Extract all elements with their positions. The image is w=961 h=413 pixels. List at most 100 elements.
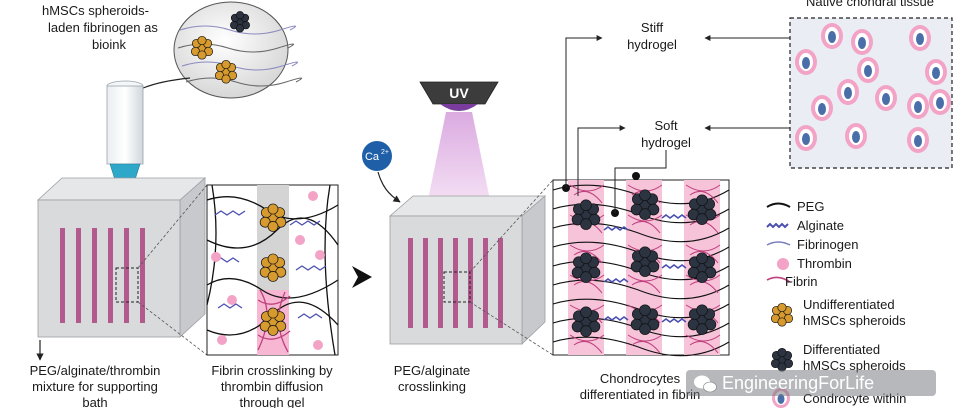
native-chondrocytes	[795, 23, 951, 153]
thrombin-dot	[308, 191, 318, 201]
fibrin-crosslinking-panel	[206, 184, 339, 356]
undifferentiated-spheroid	[259, 203, 287, 232]
supporting-bath-block	[36, 177, 207, 338]
fibrin-strand	[92, 228, 97, 323]
native-chondrocyte	[837, 79, 859, 105]
native-chondrocyte	[851, 29, 873, 55]
calcium-label: Ca	[365, 151, 380, 163]
native-chondrocyte	[907, 127, 929, 153]
legend-diff-swatch	[770, 347, 794, 372]
legend-undiff-line1: Undifferentiated	[803, 297, 895, 312]
legend-alginate: Alginate	[797, 218, 844, 233]
native-chondrocyte	[907, 93, 929, 119]
bath-label-line3: bath	[82, 395, 107, 408]
legend-thrombin: Thrombin	[797, 256, 852, 271]
differentiated-spheroid	[630, 246, 660, 277]
bioink-label-line1: hMSCs spheroids-	[42, 3, 149, 18]
thrombin-dot	[295, 235, 305, 245]
legend-diff-line2: hMSCs spheroids	[803, 358, 906, 373]
panel1-fibers	[206, 184, 339, 356]
legend-undiff-spheroid	[770, 302, 794, 327]
fibrin-label-line3: through gel	[239, 395, 304, 408]
legend-thrombin-swatch	[777, 258, 789, 270]
fibrin-label-line2: thrombin diffusion	[221, 379, 323, 394]
fibrin-strand	[423, 238, 428, 328]
panel2-spheroids	[571, 189, 717, 337]
legend-peg-swatch	[766, 202, 791, 208]
legend-fibrinogen-swatch	[766, 241, 791, 246]
calcium-badge: Ca 2+	[362, 141, 392, 171]
differentiated-spheroid	[687, 304, 717, 335]
chondro-label-line1: Chondrocytes	[600, 371, 681, 386]
fibrin-strand	[453, 238, 458, 328]
native-chondrocyte	[795, 125, 817, 151]
fibrin-strand	[124, 228, 129, 323]
process-arrow	[352, 266, 372, 288]
fibrin-strand	[60, 228, 65, 323]
zoom-region-2	[443, 271, 471, 303]
chondrocytes-label: Chondrocytes differentiated in fibrin	[580, 371, 700, 402]
thrombin-dot	[217, 335, 227, 345]
uv-lamp: UV	[419, 81, 499, 200]
fibrin-strand	[408, 238, 413, 328]
watermark: EngineeringForLife	[686, 370, 936, 396]
native-chondrocyte	[821, 23, 843, 49]
native-chondrocyte	[811, 95, 833, 121]
soft-hydrogel-label: Soft hydrogel	[641, 118, 691, 150]
undifferentiated-spheroid	[259, 307, 287, 336]
native-chondrocyte	[925, 59, 947, 85]
native-chondrocyte	[929, 89, 951, 115]
native-chondrocyte	[795, 49, 817, 75]
thrombin-dot	[211, 252, 221, 262]
thrombin-dot	[313, 340, 323, 350]
bioink-label-line2: laden fibrinogen as	[48, 20, 158, 35]
legend-undiff-swatch	[770, 302, 794, 327]
differentiated-spheroid	[687, 252, 717, 283]
stiff-label-line2: hydrogel	[627, 37, 677, 52]
bioink-label: hMSCs spheroids- laden fibrinogen as bio…	[42, 3, 158, 52]
native-chondrocyte	[875, 85, 897, 111]
legend-diff-spheroid	[770, 347, 794, 372]
legend-undiff-line2: hMSCs spheroids	[803, 313, 906, 328]
stiff-label-line1: Stiff	[641, 20, 664, 35]
thrombin-dot	[227, 295, 237, 305]
peg-alginate-thrombin-label: PEG/alginate/thrombin mixture for suppor…	[30, 363, 161, 410]
panel1-spheroids	[259, 203, 287, 336]
differentiated-spheroid	[630, 304, 660, 335]
legend-alginate-swatch	[766, 222, 789, 229]
bioink-label-line3: bioink	[92, 37, 126, 52]
bath-label-line1: PEG/alginate/thrombin	[30, 363, 161, 378]
fibrin-strand	[483, 238, 488, 328]
soft-label-line1: Soft	[654, 118, 678, 133]
panel1-thrombin-dots	[211, 191, 325, 350]
printed-fibrin-strands	[60, 228, 145, 323]
native-chondrocyte	[845, 123, 867, 149]
bioink-bubble	[173, 1, 303, 99]
fibrin-strand	[76, 228, 81, 323]
thrombin-dot	[315, 250, 325, 260]
native-tissue-box	[789, 17, 953, 169]
peg-alginate-crosslinking-label: PEG/alginate crosslinking	[394, 363, 471, 394]
native-tissue-label: Native chondral tissue	[806, 0, 934, 9]
fibrin-crosslinking-label: Fibrin crosslinking by thrombin diffusio…	[211, 363, 333, 410]
zoom-region-1	[115, 267, 139, 303]
differentiated-spheroid	[571, 199, 601, 230]
hydrogel-connectors	[565, 35, 790, 213]
bubble-spheroid	[214, 59, 238, 84]
chondrocyte-panel	[552, 172, 730, 357]
legend-peg: PEG	[797, 199, 824, 214]
crosslink-label-line2: crosslinking	[398, 379, 466, 394]
bath-label-line2: mixture for supporting	[32, 379, 158, 394]
crosslinked-block	[388, 195, 547, 345]
differentiated-spheroid	[630, 189, 660, 220]
calcium-superscript: 2+	[381, 149, 389, 156]
legend-fibrinogen: Fibrinogen	[797, 237, 858, 252]
crosslink-label-line1: PEG/alginate	[394, 363, 471, 378]
uv-label: UV	[449, 85, 469, 101]
undifferentiated-spheroid	[259, 253, 287, 282]
bubble-spheroid	[190, 35, 214, 60]
legend: PEG Alginate Fibrinogen Thrombin Fibrin …	[766, 199, 906, 408]
native-chondrocyte	[857, 57, 879, 83]
